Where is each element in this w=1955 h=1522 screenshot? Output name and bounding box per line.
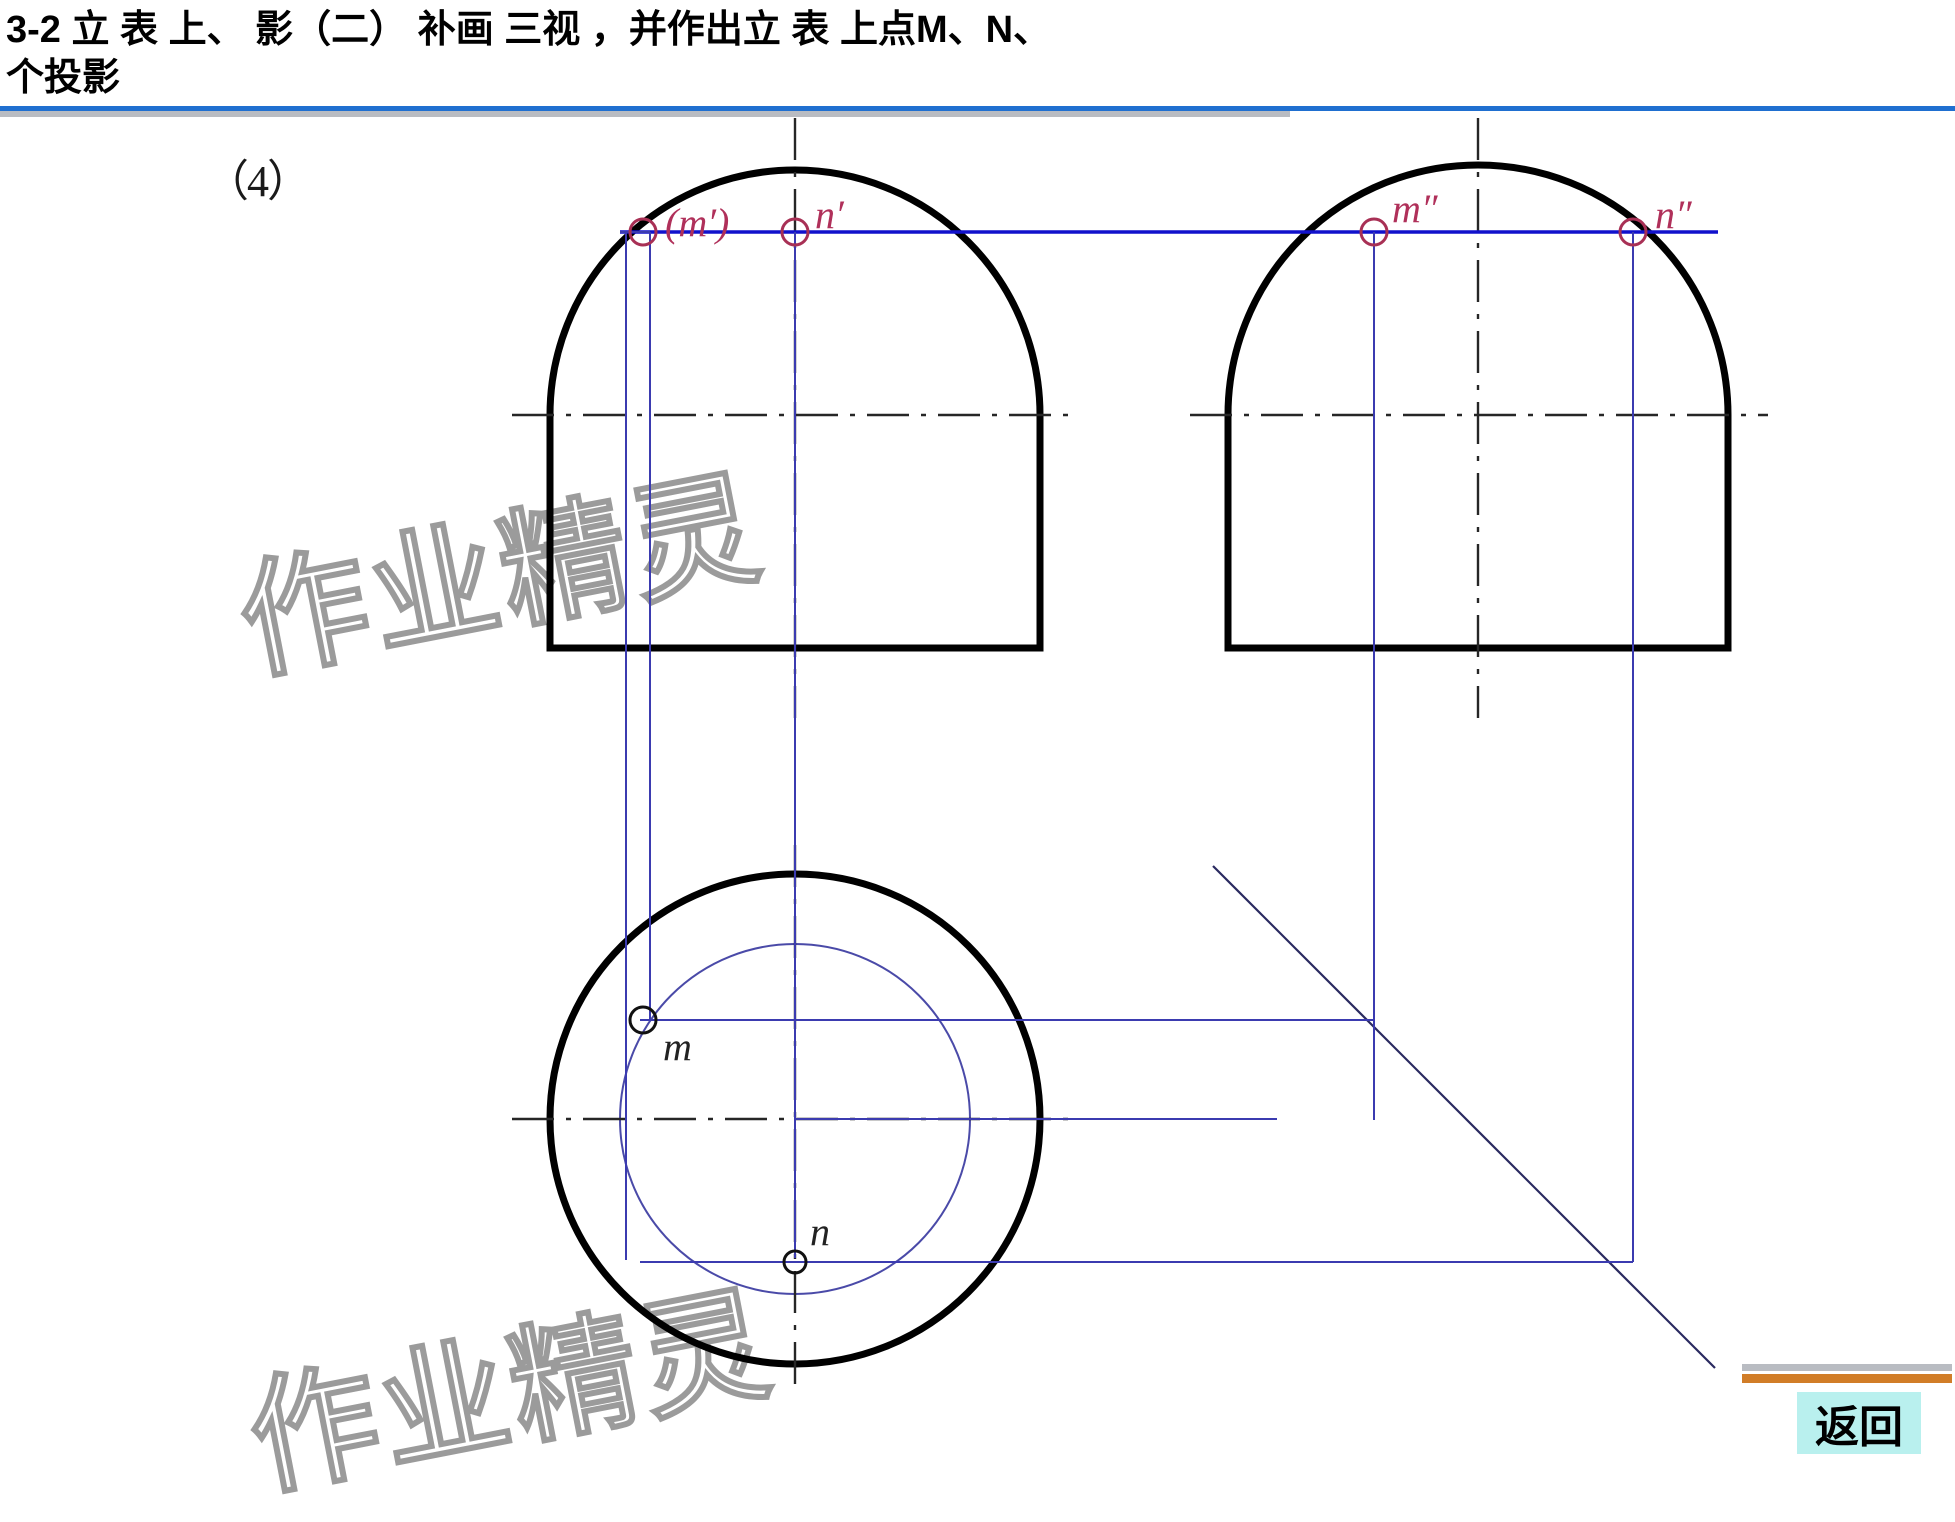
label-m-side: m″ xyxy=(1392,186,1439,231)
page-title-line-2: 个投影 xyxy=(6,57,121,99)
return-bar-grey xyxy=(1742,1364,1952,1371)
return-button[interactable]: 返回 xyxy=(1797,1392,1921,1454)
mitre-line-45deg xyxy=(1212,865,1716,1369)
label-n-side: n″ xyxy=(1655,192,1693,237)
label-m-top: m xyxy=(663,1024,692,1069)
point-marker-n-side xyxy=(1618,217,1648,247)
label-m-front: (m′) xyxy=(665,200,729,245)
label-n-top: n xyxy=(810,1209,830,1254)
label-n-front: n′ xyxy=(815,192,845,237)
title-divider-grey xyxy=(0,111,1290,117)
point-markers-group xyxy=(628,217,1648,1275)
return-control-area: 返回 xyxy=(1742,1364,1952,1460)
point-marker-n-top xyxy=(782,1249,808,1275)
side-view-outline xyxy=(1224,161,1732,652)
sub-question-label: （4） xyxy=(205,157,311,206)
point-marker-n-front xyxy=(780,217,810,247)
page-title-line-1: 3-2 立 表 上、 影（二） 补画 三视 ，并作出立 表 上点M、N、 xyxy=(6,9,1052,51)
point-marker-m-top xyxy=(628,1005,658,1035)
point-marker-m-side xyxy=(1359,217,1389,247)
point-labels-group: (m′) n′ m″ n″ m n xyxy=(663,186,1693,1254)
title-block: 3-2 立 表 上、 影（二） 补画 三视 ，并作出立 表 上点M、N、 个投影 xyxy=(0,0,1955,117)
watermark-bottom: 作业精灵 xyxy=(237,1271,785,1514)
projection-lines-group xyxy=(620,230,1718,1263)
point-marker-m-front xyxy=(628,217,658,247)
title-divider-blue xyxy=(0,106,1955,111)
engineering-drawing: (m′) n′ m″ n″ m n xyxy=(512,118,1768,1395)
side-view-group xyxy=(1190,118,1768,718)
return-bar-orange xyxy=(1742,1374,1952,1383)
watermark-top: 作业精灵 xyxy=(227,455,775,698)
top-view-inner-circle xyxy=(619,943,971,1295)
